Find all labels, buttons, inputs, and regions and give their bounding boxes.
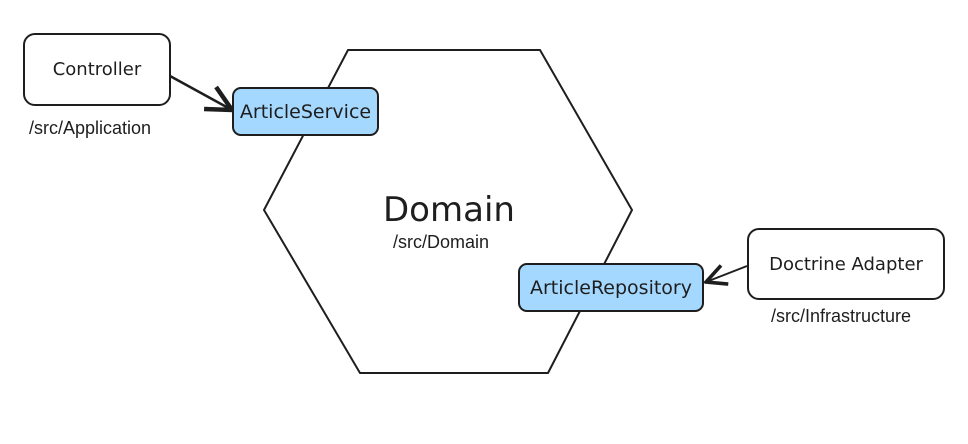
domain-path-label: /src/Domain — [393, 232, 490, 252]
doctrine-adapter-label: Doctrine Adapter — [769, 253, 923, 275]
infrastructure-path-label: /src/Infrastructure — [771, 306, 912, 326]
controller-box[interactable]: Controller — [23, 33, 171, 106]
adapter-to-repository-arrow — [706, 266, 748, 282]
domain-title: Domain — [383, 190, 515, 230]
application-path-label: /src/Application — [29, 118, 152, 138]
article-service-port[interactable]: ArticleService — [232, 87, 379, 136]
doctrine-adapter-box[interactable]: Doctrine Adapter — [747, 228, 945, 300]
domain-hexagon — [263, 49, 633, 374]
controller-to-service-arrow — [169, 74, 232, 110]
article-service-label: ArticleService — [239, 100, 372, 123]
article-repository-label: ArticleRepository — [530, 276, 692, 299]
controller-label: Controller — [52, 59, 142, 80]
article-repository-port[interactable]: ArticleRepository — [518, 263, 704, 312]
